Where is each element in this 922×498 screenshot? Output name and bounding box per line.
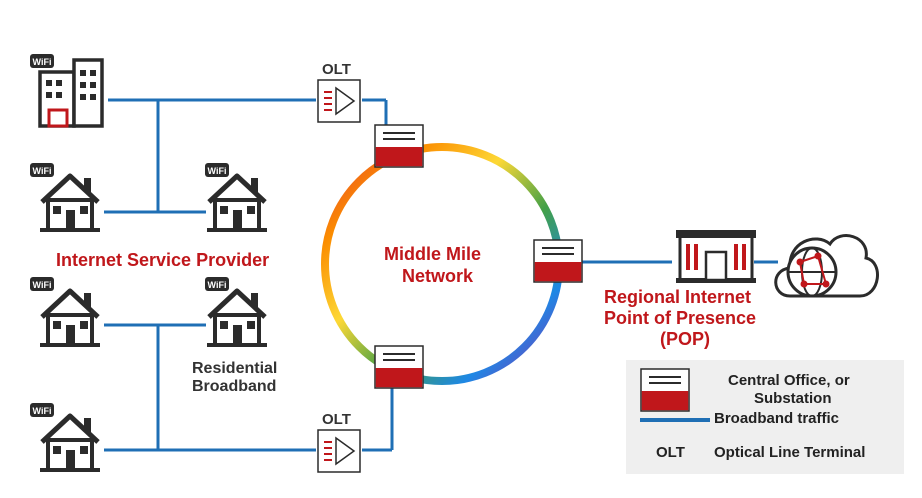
- central-office-icon: [374, 345, 424, 389]
- legend-central-office-1: Central Office, or: [728, 372, 850, 389]
- broadband-lines: [104, 98, 778, 452]
- legend-central-office-2: Substation: [754, 390, 832, 407]
- pop-label-2: Point of Presence: [604, 308, 757, 328]
- legend-olt-abbr: OLT: [656, 444, 685, 461]
- wifi-badge-icon: [30, 403, 54, 417]
- pop-label-1: Regional Internet: [604, 287, 752, 307]
- legend: Central Office, or Substation Broadband …: [626, 360, 904, 474]
- olt-label-top: OLT: [322, 61, 351, 78]
- house-icon: [40, 416, 100, 472]
- legend-olt-full: Optical Line Terminal: [714, 444, 866, 461]
- cloud-globe-icon: [774, 234, 879, 298]
- middle-mile-label-1: Middle Mile: [384, 244, 482, 264]
- wifi-badge-icon: [205, 163, 229, 177]
- legend-line-swatch: [640, 418, 710, 422]
- house-icon: [40, 291, 100, 347]
- central-office-icon: [533, 239, 583, 283]
- middle-mile-label-2: Network: [402, 266, 474, 286]
- olt-label-bottom: OLT: [322, 411, 351, 428]
- pop-label-3: (POP): [660, 329, 711, 349]
- residential-label-2: Broadband: [192, 378, 277, 395]
- central-office-icon: [374, 124, 424, 168]
- office-building-icon: [38, 58, 106, 128]
- house-icon: [207, 291, 267, 347]
- wifi-badge-icon: [30, 54, 54, 68]
- pop-building-icon: [676, 230, 756, 283]
- legend-broadband-traffic: Broadband traffic: [714, 410, 840, 427]
- residential-label-1: Residential: [192, 360, 278, 377]
- olt-icon: [317, 79, 361, 123]
- wifi-badge-icon: [30, 163, 54, 177]
- isp-label: Internet Service Provider: [56, 250, 270, 270]
- wifi-badge-icon: [30, 277, 54, 291]
- house-icon: [40, 176, 100, 232]
- central-office-icon: [640, 368, 690, 412]
- house-icon: [207, 176, 267, 232]
- wifi-badge-icon: [205, 277, 229, 291]
- olt-icon: [317, 429, 361, 473]
